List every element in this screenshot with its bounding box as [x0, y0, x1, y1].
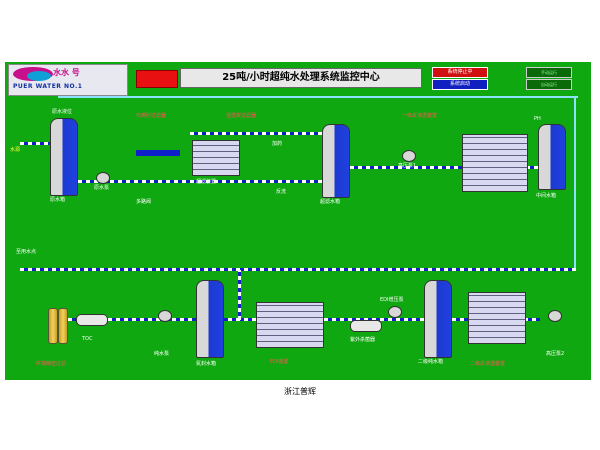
backwash-label: 反洗	[276, 189, 287, 195]
multi-valve-manifold[interactable]	[136, 150, 180, 156]
uf-water-tank[interactable]	[322, 124, 350, 198]
multi-valve-label: 多路阀	[136, 199, 152, 205]
raw-pump[interactable]	[96, 172, 110, 184]
ph-label: PH	[534, 116, 541, 122]
system-start-button[interactable]: 系统启动	[432, 79, 488, 90]
high-pressure-pump-1[interactable]	[402, 150, 416, 162]
logo-cn-text: 水水 号	[53, 68, 80, 77]
raw-level-label: 原水液位	[52, 109, 73, 115]
vertical-pipe	[238, 270, 241, 320]
auto-mode-indicator[interactable]: 自动运行	[526, 79, 572, 90]
raw-feed-pipe	[78, 180, 328, 183]
ro1-label: 一级反渗透装置	[402, 113, 438, 119]
raw-water-tank[interactable]	[50, 118, 78, 196]
uv-label: 紫外杀菌器	[350, 337, 376, 343]
ro1-unit[interactable]	[462, 134, 528, 192]
hp1-label: 高压泵1	[398, 163, 417, 169]
ro2-water-tank[interactable]	[424, 280, 452, 358]
return-pipe-top	[58, 96, 578, 98]
mid-tank-label: 中间水箱	[536, 193, 557, 199]
pure-pump-label: 纯水泵	[154, 351, 170, 357]
edi-label: EDI装置	[270, 359, 289, 365]
right-return-pipe	[574, 96, 576, 268]
uf-to-ro-pipe	[350, 166, 540, 169]
terminal-filter-2[interactable]	[58, 308, 68, 344]
system-stop-button[interactable]: 系统停止中	[432, 67, 488, 78]
pure-water-pump[interactable]	[158, 310, 172, 322]
raw-tank-label: 原水箱	[50, 197, 66, 203]
source-pipe	[20, 142, 50, 145]
toc-label: TOC	[82, 336, 93, 342]
uv-sterilizer[interactable]	[350, 320, 382, 332]
alarm-indicator	[136, 70, 178, 88]
ro2-tank-label: 二级纯水箱	[418, 359, 444, 365]
uf-unit[interactable]	[192, 140, 240, 176]
logo-wave-icon	[27, 71, 51, 81]
dosing-label: 加药	[272, 141, 283, 147]
terminal-filter-1[interactable]	[48, 308, 58, 344]
hp2-label: 高压泵2	[546, 351, 565, 357]
edi-pump-label: EDI增压泵	[380, 297, 404, 303]
logo-en-text: PUER WATER NO.1	[13, 83, 83, 90]
uf-tank-label: 超滤水箱	[320, 199, 341, 205]
sealed-tank-label: 氮封水箱	[196, 361, 217, 367]
footer-text: 浙江普辉	[284, 387, 316, 396]
ro2-unit[interactable]	[468, 292, 526, 344]
mid-water-tank[interactable]	[538, 124, 566, 190]
source-label: 水源	[10, 147, 21, 153]
edi-unit[interactable]	[256, 302, 324, 348]
edi-booster-pump[interactable]	[388, 306, 402, 318]
terminal-filter-label: 终端精密过滤	[36, 361, 67, 367]
uf-label: 超滤装置	[196, 179, 217, 185]
page-title: 25吨/小时超纯水处理系统监控中心	[180, 68, 422, 88]
high-pressure-pump-2[interactable]	[548, 310, 562, 322]
sealed-water-tank[interactable]	[196, 280, 224, 358]
ro2-label: 二级反渗透装置	[470, 361, 506, 367]
manual-mode-indicator[interactable]: 手动运行	[526, 67, 572, 78]
mid-return-pipe	[20, 268, 576, 271]
toc-sensor[interactable]	[76, 314, 108, 326]
carbon-filter-label: 活性炭过滤器	[226, 113, 257, 119]
filter-top-pipe	[190, 132, 340, 135]
raw-pump-label: 原水泵	[94, 185, 110, 191]
use-point-label: 至用水点	[16, 249, 37, 255]
sand-filter-label: 石英砂过滤器	[136, 113, 167, 119]
company-logo: 水水 号 PUER WATER NO.1	[8, 64, 128, 96]
